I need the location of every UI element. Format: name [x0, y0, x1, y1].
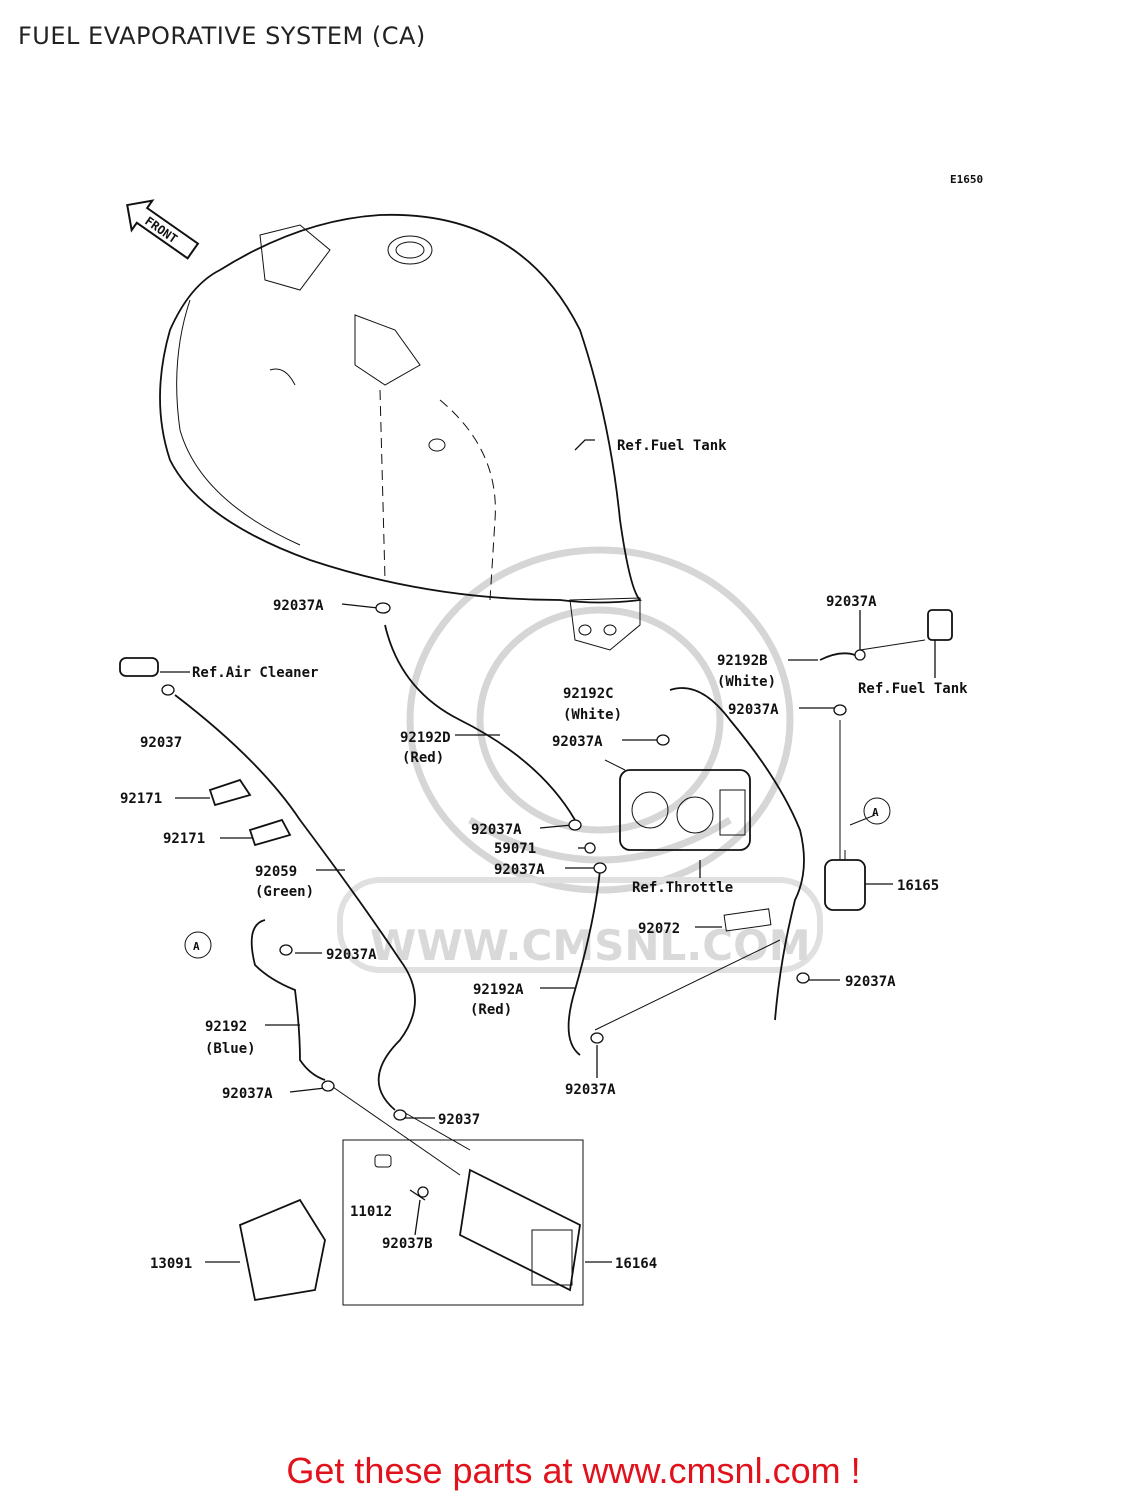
- hose-92192-blue: [250, 919, 326, 1081]
- canister-group-box: [342, 1139, 584, 1306]
- label-92192B-color: (White): [717, 674, 776, 690]
- label-92037A-top: 92037A: [273, 598, 324, 614]
- pad-92072: [723, 908, 772, 932]
- label-92037A-center: 92037A: [471, 822, 522, 838]
- label-92072: 92072: [638, 921, 680, 937]
- page-title: FUEL EVAPORATIVE SYSTEM (CA): [18, 22, 426, 50]
- label-92192A-color: (Red): [470, 1002, 512, 1018]
- svg-text:A: A: [872, 806, 879, 819]
- label-92192B: 92192B: [717, 653, 768, 669]
- label-92037-left: 92037: [140, 735, 182, 751]
- diagram-code: E1650: [950, 173, 983, 186]
- label-16164: 16164: [615, 1256, 657, 1272]
- throttle-body: [604, 759, 751, 851]
- marker-a-right: [863, 797, 891, 825]
- label-92171-b: 92171: [163, 831, 205, 847]
- label-92037A-blue-clamp: 92037A: [326, 947, 377, 963]
- label-ref-fuel-tank-right: Ref.Fuel Tank: [858, 681, 968, 697]
- label-92037A-lower-left: 92037A: [222, 1086, 273, 1102]
- footer-link[interactable]: Get these parts at www.cmsnl.com !: [286, 1450, 861, 1491]
- fuel-filter-16165: [824, 814, 876, 911]
- label-92192C-color: (White): [563, 707, 622, 723]
- label-ref-fuel-tank-main: Ref.Fuel Tank: [617, 438, 727, 454]
- hose-92059: [174, 694, 416, 1111]
- label-13091: 13091: [150, 1256, 192, 1272]
- bracket-13091: [238, 1198, 326, 1302]
- marker-a-left: [184, 931, 212, 959]
- label-92037A-bottom: 92037A: [565, 1082, 616, 1098]
- leader-lines: [160, 439, 936, 1263]
- label-92037A-right-mid: 92037A: [728, 702, 779, 718]
- clip-92171-a: [208, 778, 252, 807]
- front-arrow-icon: FRONT: [126, 199, 200, 260]
- label-92192C: 92192C: [563, 686, 614, 702]
- label-11012: 11012: [350, 1204, 392, 1220]
- label-92037B: 92037B: [382, 1236, 433, 1252]
- label-92059: 92059: [255, 864, 297, 880]
- clamps: [161, 602, 866, 1198]
- air-cleaner-fitting: [119, 657, 159, 677]
- hose-92192B: [819, 652, 856, 661]
- canister-16164: [374, 1154, 581, 1292]
- hose-92192A: [567, 869, 601, 1056]
- label-92192A: 92192A: [473, 982, 524, 998]
- label-ref-throttle: Ref.Throttle: [632, 880, 733, 896]
- clip-92171-b: [248, 818, 292, 847]
- svg-text:A: A: [193, 940, 200, 953]
- label-92037-lower: 92037: [438, 1112, 480, 1128]
- label-92192: 92192: [205, 1019, 247, 1035]
- parts-diagram: WWW.CMSNL.COM E1650 FRONT: [119, 173, 983, 1306]
- hose-92192D: [384, 624, 576, 821]
- label-92192D-color: (Red): [402, 750, 444, 766]
- label-92037A-right-top: 92037A: [826, 594, 877, 610]
- label-16165: 16165: [897, 878, 939, 894]
- label-92037A-right-low: 92037A: [845, 974, 896, 990]
- label-92037A-throttle: 92037A: [552, 734, 603, 750]
- hose-92192C: [669, 687, 805, 1021]
- label-92192-color: (Blue): [205, 1041, 256, 1057]
- label-92037A-center2: 92037A: [494, 862, 545, 878]
- label-92059-color: (Green): [255, 884, 314, 900]
- label-ref-air-cleaner: Ref.Air Cleaner: [192, 665, 318, 681]
- fuel-fitting-right: [859, 609, 953, 651]
- label-92192D: 92192D: [400, 730, 451, 746]
- fuel-tank: [159, 213, 642, 651]
- label-92171-a: 92171: [120, 791, 162, 807]
- label-59071: 59071: [494, 841, 536, 857]
